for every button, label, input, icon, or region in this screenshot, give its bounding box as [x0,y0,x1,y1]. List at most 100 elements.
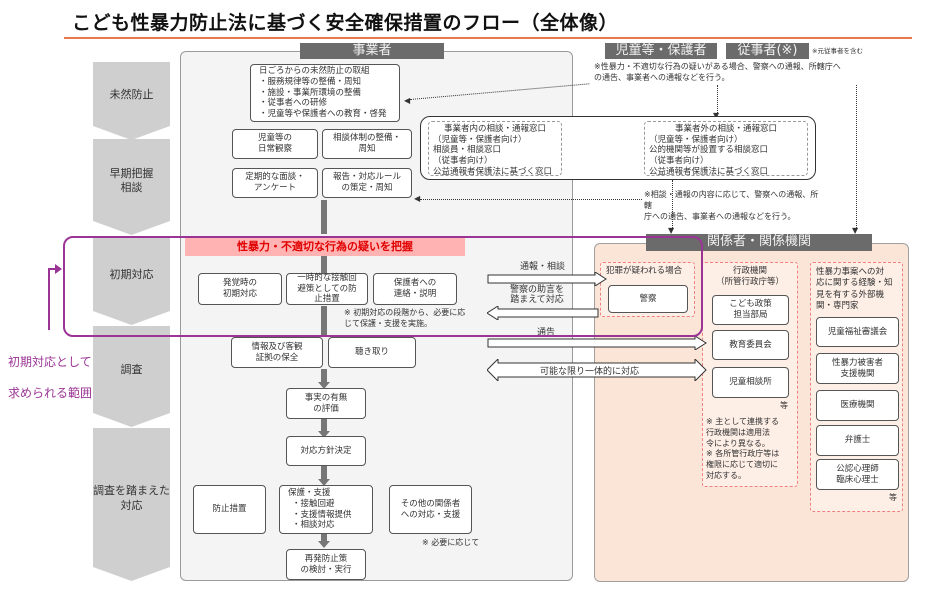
arrow-head-icon: ▼ [713,111,719,120]
scope-pointer-line [48,268,58,270]
flow-connector [321,256,327,274]
dotted-arrow [672,180,673,230]
support-title: 保護・支援 [288,488,331,499]
temporary-measure-box: 一時的な接触回 避策としての防 止措置 [286,273,368,305]
stage-initial-response: 初期対応 [93,237,170,325]
internal-title: 事業者内の相談・通報窓口 [443,124,546,134]
scope-pointer-line [48,268,50,330]
page-title: こども性暴力防止法に基づく安全確保措置のフロー（全体像） [72,12,619,34]
internal-line: （児童等・保護者向け） [433,134,527,145]
child-policy-dept-box: こども政策 担当部局 [712,295,789,325]
arrow-head-icon: ▼ [852,226,859,235]
external-title: 事業者外の相談・通報窓口 [674,124,777,134]
dotted-arrow [856,85,857,230]
dotted-arrow [420,199,642,200]
workers-header: 従事者(※) [726,43,809,59]
internal-line: 公益通報者保護法に基づく窓口 [433,166,553,177]
dotted-arrow [717,85,718,115]
report-arrow [487,272,607,286]
business-header: 事業者 [300,43,444,59]
protection-support-box: 保護・支援 ・接触回避 ・支援情報提供 ・相談対応 [279,485,373,534]
police-advice-label: 警察の助言を 踏まえて対応 [510,285,565,306]
external-line: 公益通報者保護法に基づく窓口 [649,166,769,177]
reporting-rules-box: 報告・対応ルール の策定・周知 [322,168,412,198]
internal-line: （従事者向け） [433,155,493,166]
mid-note: ※相談・通報の内容に応じて、警察への通報、所轄 庁への通告、事業者への通報などを… [644,190,819,221]
cooperate-label: 可能な限り一体的に対応 [540,367,640,377]
evidence-preservation-box: 情報及び客観 証拠の保全 [231,337,323,368]
internal-line: 相談員・相談窓口 [433,145,502,156]
prevention-item: ・施設・事業所環境の整備 [259,87,362,98]
support-item: ・接触回避 [292,498,335,509]
notify-arrow [487,336,707,350]
flow-arrow-icon [318,541,330,548]
external-consultation-box: 事業者外の相談・通報窓口 （児童等・保護者向け） 公的機関等が設置する相談窓口 … [644,121,808,177]
external-line: 公的機関等が設置する相談窓口 [649,145,769,156]
prevention-box: 日ごろからの未然防止の取組 ・服務規律等の整備・周知 ・施設・事業所環境の整備 … [250,64,400,122]
admin-title: 行政機関 （所管行政庁等） [715,266,784,288]
flow-connector [321,306,327,336]
policy-decision-box: 対応方針決定 [286,436,366,466]
flow-connector [321,418,327,432]
lawyer-box: 弁護士 [816,425,899,456]
flow-connector [321,466,327,480]
top-note: ※性暴力・不適切な行為の疑いがある場合、警察への通報、所轄庁へ の通告、事業者へ… [594,62,841,82]
flow-connector [321,200,327,234]
consultation-container [420,116,816,180]
arrow-head-icon: ◀ [414,194,421,203]
psychologist-box: 公認心理師 臨床心理士 [816,459,899,490]
scope-arrow-icon [55,264,62,274]
flow-connector [321,534,327,542]
crime-title: 犯罪が疑われる場合 [606,266,683,276]
stage-early-detection: 早期把握 相談 [93,139,170,235]
children-guardians-header: 児童等・保護者 [605,43,717,59]
support-item: ・相談対応 [292,520,335,531]
flow-connector [321,369,327,383]
experts-etc: 等 [889,493,897,502]
consultation-system-box: 相談体制の整備・ 周知 [322,129,412,159]
flow-arrow-icon [318,431,330,438]
title-underline [64,37,912,39]
external-line: （児童等・保護者向け） [649,134,743,145]
medical-institution-box: 医療機関 [816,390,899,421]
prevention-measure-box: 防止措置 [193,485,266,534]
child-welfare-council-box: 児童福祉審議会 [816,317,899,347]
prevention-item: ・従事者への研修 [259,98,328,109]
notify-label: 通告 [537,328,556,338]
prevention-item: ・服務規律等の整備・周知 [259,77,362,88]
guardian-contact-box: 保護者への 連絡・説明 [373,273,457,305]
arrow-head-icon: ▼ [668,226,675,235]
child-guidance-center-box: 児童相談所 [712,367,789,398]
suspicion-banner: 性暴力・不適切な行為の疑いを把握 [185,238,465,256]
flow-arrow-icon [318,479,330,486]
stage-post-investigation: 調査を踏まえた 対応 [93,428,170,581]
stage-prevention: 未然防止 [93,62,170,140]
periodic-interview-box: 定期的な面談・ アンケート [232,168,318,198]
victim-support-box: 性暴力被害者 支援機関 [816,353,899,384]
cooperate-arrow [487,359,707,381]
flow-arrow-icon [318,382,330,389]
other-parties-note: ※ 必要に応じて [422,538,480,547]
prevention-item: ・児童等や保護者への教育・啓発 [259,108,387,119]
hearing-box: 聴き取り [328,337,416,368]
experts-title: 性暴力事案への対 応に関する経験・知 見を有する外部機 関・専門家 [816,267,893,312]
scope-label-line1: 初期対応として [8,355,92,369]
stage-investigation: 調査 [93,326,170,427]
recurrence-prevention-box: 再発防止策 の検討・実行 [286,549,366,580]
arrow-head-icon: ◀ [404,96,411,105]
admin-etc: 等 [780,401,788,410]
report-label: 通報・相談 [520,262,566,272]
fact-evaluation-box: 事実の有無 の評価 [286,388,366,419]
prevention-title: 日ごろからの未然防止の取組 [259,66,370,77]
initial-response-scope-frame [63,236,703,337]
workers-note: ※元従事者を含む [812,47,863,55]
support-item: ・支援情報提供 [292,509,352,520]
initial-response-box: 発覚時の 初期対応 [198,273,282,305]
police-advice-arrow [487,306,599,320]
other-parties-box: その他の関係者 への対応・支援 [389,485,472,534]
initial-note: ※ 初期対応の段階から、必要に応 じて保護・支援を実施。 [344,308,466,328]
internal-consultation-box: 事業者内の相談・通報窓口 （児童等・保護者向け） 相談員・相談窓口 （従事者向け… [428,121,562,177]
education-board-box: 教育委員会 [712,330,789,360]
external-line: （従事者向け） [649,155,709,166]
police-box: 警察 [608,285,688,313]
